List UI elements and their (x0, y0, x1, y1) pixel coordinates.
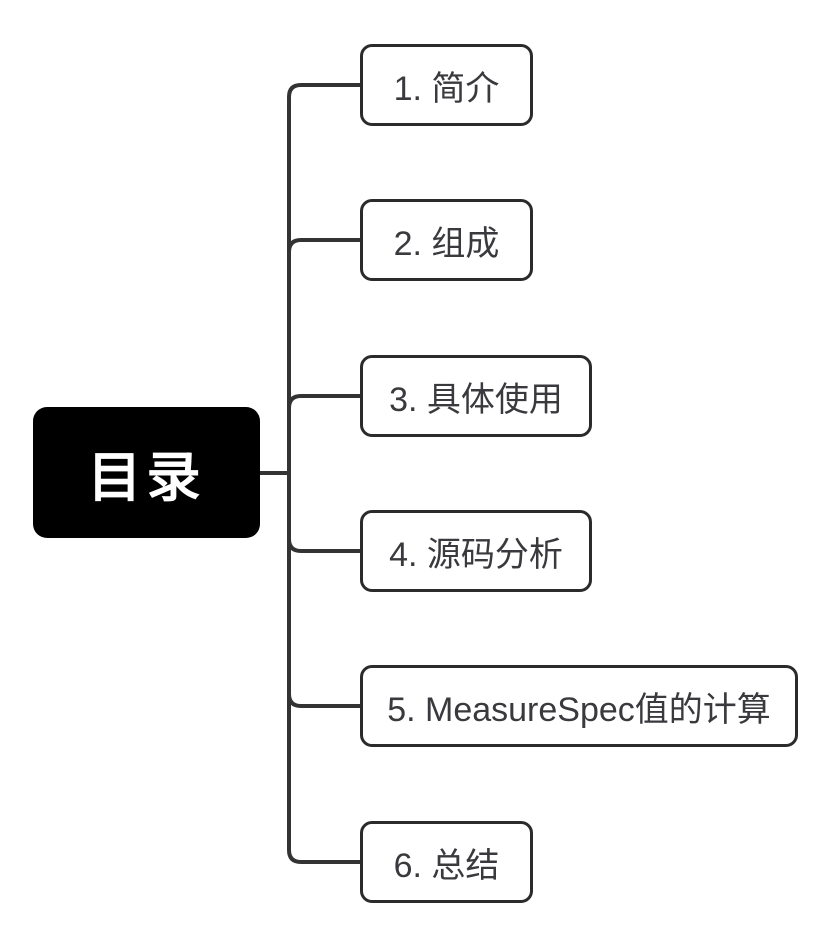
node-source-analysis[interactable]: 4. 源码分析 (360, 510, 592, 592)
connector-branch-5 (287, 473, 362, 708)
connector-branch-3 (287, 394, 362, 473)
node-measurespec-calculation[interactable]: 5. MeasureSpec值的计算 (360, 665, 798, 747)
connector-branch-6 (287, 473, 362, 864)
node-composition[interactable]: 2. 组成 (360, 199, 533, 281)
node-intro[interactable]: 1. 简介 (360, 44, 533, 126)
connector-branch-4 (287, 473, 362, 553)
connector-branch-2 (287, 238, 362, 473)
node-summary[interactable]: 6. 总结 (360, 821, 533, 903)
connector-branch-1 (287, 83, 362, 473)
root-node-toc[interactable]: 目录 (33, 407, 260, 538)
node-usage[interactable]: 3. 具体使用 (360, 355, 592, 437)
